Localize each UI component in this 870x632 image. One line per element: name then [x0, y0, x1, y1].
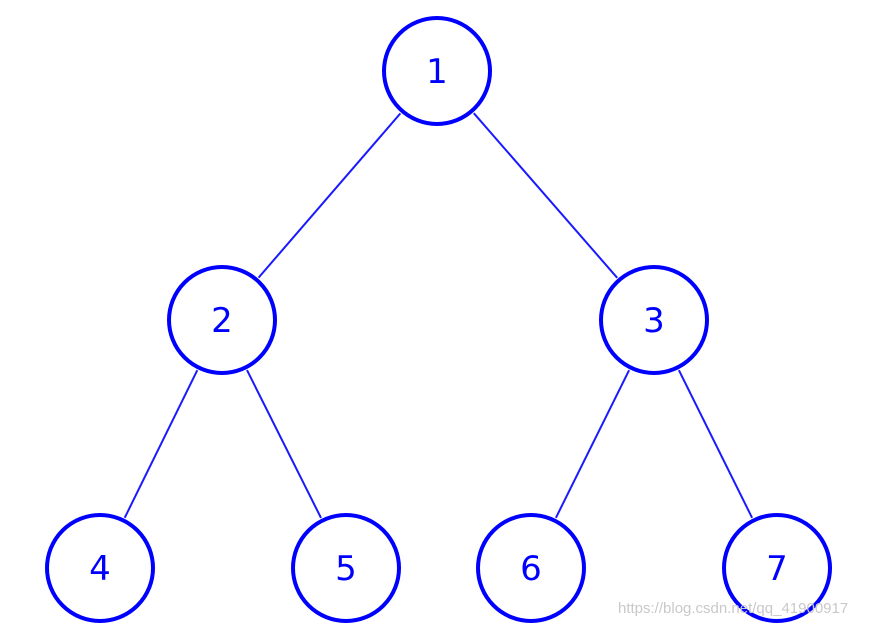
- node-label-7: 7: [766, 549, 788, 589]
- edges-layer: [123, 112, 753, 519]
- edge-3-7: [678, 369, 753, 519]
- tree-node-2: 2: [167, 265, 277, 375]
- node-circle-4: [45, 513, 155, 623]
- node-label-5: 5: [335, 549, 357, 589]
- node-circle-3: [599, 265, 709, 375]
- node-label-4: 4: [89, 549, 111, 589]
- edge-1-2: [257, 112, 402, 279]
- edge-3-6: [555, 369, 630, 519]
- node-label-3: 3: [643, 301, 665, 341]
- tree-node-6: 6: [476, 513, 586, 623]
- tree-node-7: 7: [722, 513, 832, 623]
- node-label-6: 6: [520, 549, 542, 589]
- tree-node-1: 1: [382, 16, 492, 126]
- edge-1-3: [473, 112, 618, 279]
- edge-2-5: [246, 369, 322, 519]
- node-label-1: 1: [426, 52, 448, 92]
- edge-2-4: [123, 369, 199, 519]
- tree-node-5: 5: [291, 513, 401, 623]
- node-circle-6: [476, 513, 586, 623]
- node-circle-2: [167, 265, 277, 375]
- node-circle-5: [291, 513, 401, 623]
- watermark-text: https://blog.csdn.net/qq_41900917: [618, 600, 849, 617]
- node-circle-7: [722, 513, 832, 623]
- node-circle-1: [382, 16, 492, 126]
- node-label-2: 2: [211, 301, 233, 341]
- tree-node-4: 4: [45, 513, 155, 623]
- nodes-layer: 1 2 3 4 5 6 7: [45, 16, 832, 623]
- tree-node-3: 3: [599, 265, 709, 375]
